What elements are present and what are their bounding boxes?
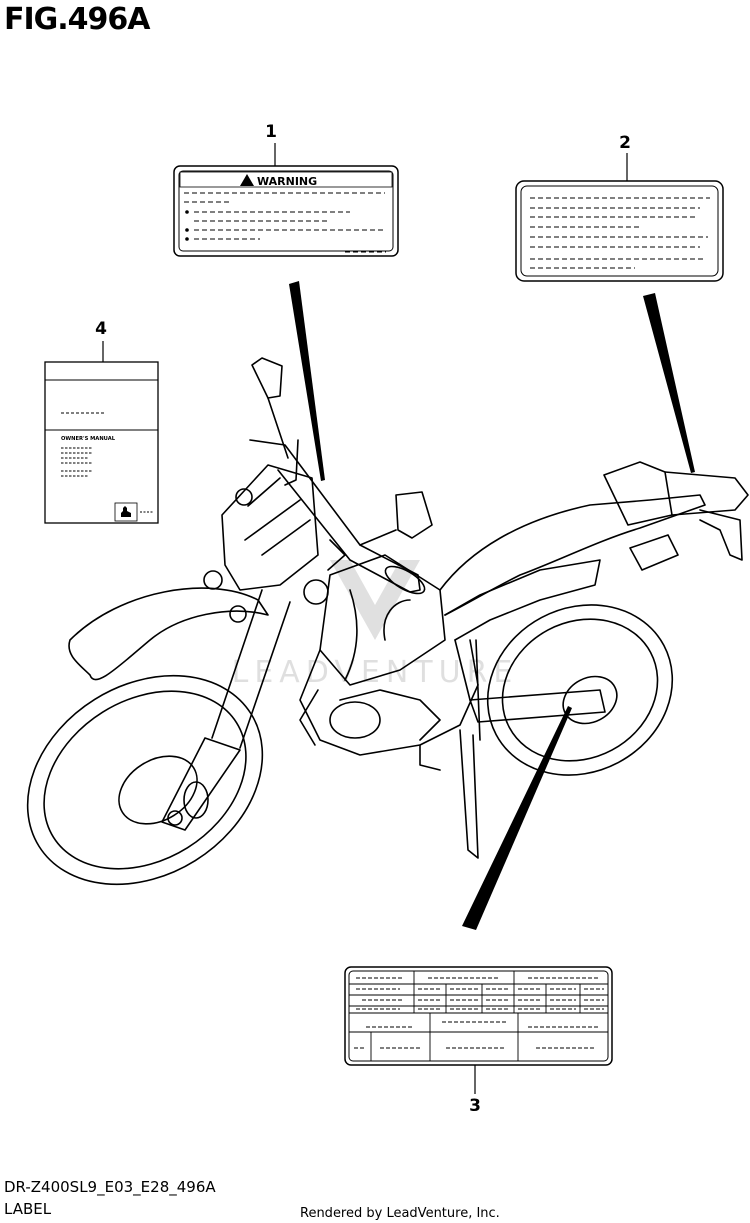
callout-3: 3	[469, 1096, 481, 1116]
rendered-by-credit: Rendered by LeadVenture, Inc.	[300, 1206, 500, 1221]
callout-1: 1	[265, 122, 277, 142]
label-4-owners-manual[interactable]: OWNER'S MANUAL	[44, 361, 159, 524]
model-code: DR-Z400SL9_E03_E28_496A	[4, 1178, 216, 1196]
figure-title: FIG.496A	[4, 2, 151, 37]
leader-1	[289, 281, 325, 481]
callout-2: 2	[619, 133, 631, 153]
warning-heading: WARNING	[257, 175, 317, 188]
label-3-table[interactable]	[344, 966, 613, 1066]
warning-triangle-icon	[240, 174, 254, 186]
owners-manual-heading: OWNER'S MANUAL	[61, 436, 116, 442]
label-1-warning[interactable]: WARNING	[173, 165, 399, 257]
rider-icon	[121, 506, 131, 517]
callout-4: 4	[95, 319, 107, 339]
leader-3	[462, 706, 572, 930]
label-2[interactable]	[515, 180, 724, 282]
motorcycle-illustration	[26, 357, 749, 886]
section-name: LABEL	[4, 1200, 52, 1218]
leader-2	[643, 293, 695, 473]
